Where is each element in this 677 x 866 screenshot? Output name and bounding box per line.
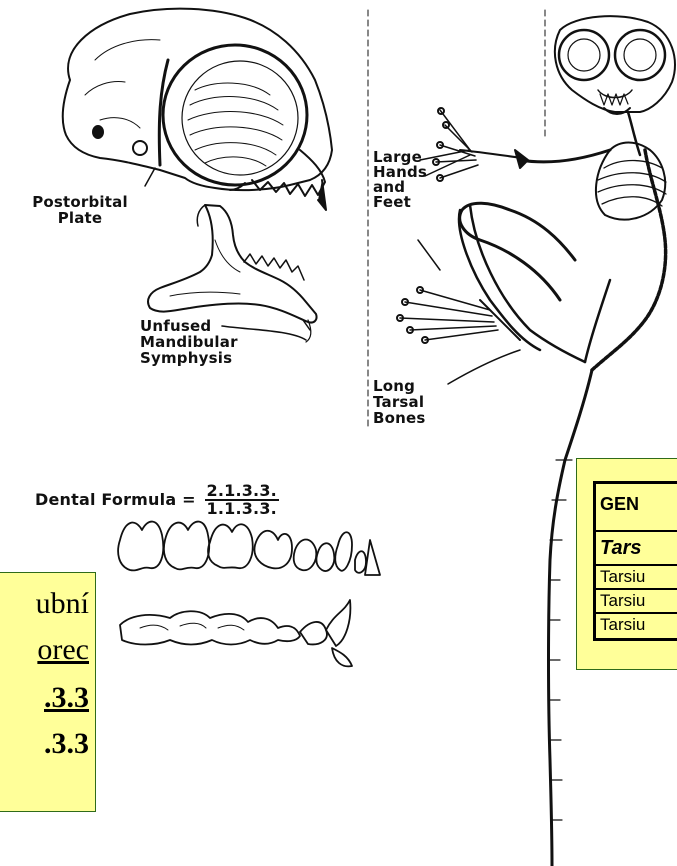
genus-table-row: Tarsiu — [596, 566, 677, 590]
dental-formula-czech-box: ubní orec .3.3 .3.3 — [0, 572, 96, 812]
dental-lower: 1.1.3.3. — [205, 501, 279, 517]
dental-fraction: 2.1.3.3. 1.1.3.3. — [205, 483, 279, 517]
zubni-line4: .3.3 — [44, 727, 89, 761]
postorbital-plate-label: Postorbital Plate — [10, 194, 150, 226]
postorbital-line2: Plate — [10, 210, 150, 226]
genus-table-box: GEN Tars Tarsiu Tarsiu Tarsiu — [576, 458, 677, 670]
genus-table-species: Tars — [596, 532, 677, 566]
postorbital-line1: Postorbital — [10, 194, 150, 210]
long-tarsal-bones-label: Long Tarsal Bones — [373, 378, 426, 426]
dental-formula-prefix: Dental Formula = — [35, 490, 196, 509]
unfused-line1: Unfused — [140, 318, 238, 334]
genus-table: GEN Tars Tarsiu Tarsiu Tarsiu — [593, 481, 677, 641]
dental-formula-label: Dental Formula = 2.1.3.3. 1.1.3.3. — [35, 483, 279, 517]
zubni-line2: orec — [37, 633, 89, 667]
unfused-mandibular-symphysis-label: Unfused Mandibular Symphysis — [140, 318, 238, 366]
skull-drawing — [63, 9, 332, 210]
genus-table-row: Tarsiu — [596, 614, 677, 638]
unfused-line3: Symphysis — [140, 350, 238, 366]
genus-table-header: GEN — [596, 484, 677, 532]
large-hands-feet-label: Large Hands and Feet — [373, 150, 427, 210]
long-line3: Bones — [373, 410, 426, 426]
zubni-line3: .3.3 — [44, 681, 89, 715]
long-line1: Long — [373, 378, 426, 394]
large-line4: Feet — [373, 195, 427, 210]
unfused-line2: Mandibular — [140, 334, 238, 350]
skeleton-drawing — [368, 10, 675, 866]
genus-table-row: Tarsiu — [596, 590, 677, 614]
long-line2: Tarsal — [373, 394, 426, 410]
teeth-drawing — [118, 522, 380, 667]
zubni-line1: ubní — [36, 587, 89, 621]
